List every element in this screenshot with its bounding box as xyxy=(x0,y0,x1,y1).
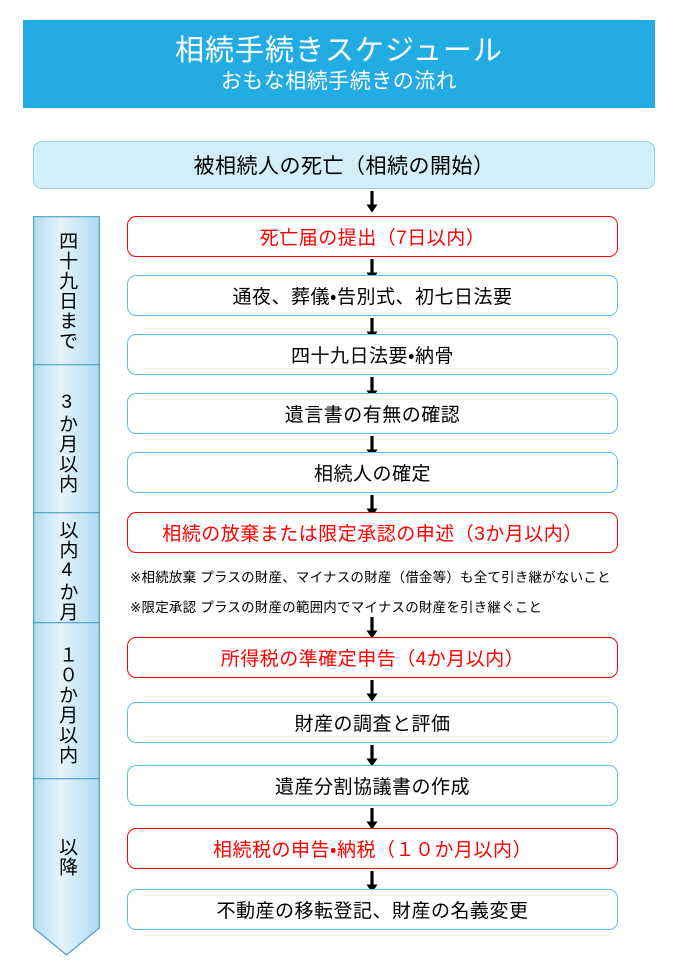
page-subtitle: おもな相続手続きの流れ xyxy=(220,69,458,93)
timeline-label-wrap: 四十九日まで xyxy=(33,216,100,366)
flow-arrow-0 xyxy=(364,191,380,213)
flow-arrow-10 xyxy=(364,871,380,893)
flow-box-10: 不動産の移転登記、財産の名義変更 xyxy=(127,889,618,930)
flow-box-0: 死亡届の提出（7日以内） xyxy=(127,216,618,257)
timeline-label-wrap: 3か月以内 xyxy=(33,364,100,522)
timeline-label: 4か月 以内 xyxy=(56,520,78,622)
timeline-segment-2: 4か月 以内 xyxy=(33,512,100,652)
flow-box-2: 四十九日法要・納骨 xyxy=(127,334,618,375)
flow-box-label: 財産の調査と評価 xyxy=(294,714,451,735)
flow-box-label: 相続の放棄または限定承認の申述（3か月以内） xyxy=(162,524,583,545)
note-line-1: ※限定承認 プラスの財産の範囲内でマイナスの財産を引き継ぐこと xyxy=(130,600,543,615)
timeline-label: 以降 xyxy=(56,837,78,877)
flow-box-9: 相続税の申告・納税（１０か月以内） xyxy=(127,828,618,869)
timeline-label-wrap: 4か月 以内 xyxy=(33,512,100,630)
flow-box-label: 被相続人の死亡（相続の開始） xyxy=(193,155,495,178)
timeline-segment-4: 以降 xyxy=(33,778,100,956)
chevron-shape-icon xyxy=(33,778,100,956)
note-line-0: ※相続放棄 プラスの財産、マイナスの財産（借金等）も全て引き継がないこと xyxy=(130,570,611,585)
down-arrow-icon xyxy=(366,808,378,830)
timeline-label: 3か月以内 xyxy=(56,392,78,494)
flow-box-5: 相続の放棄または限定承認の申述（3か月以内） xyxy=(127,512,618,553)
flow-box-label: 不動産の移転登記、財産の名義変更 xyxy=(216,901,529,922)
timeline-label-col-1: 以内 xyxy=(56,520,78,560)
flow-box-label: 死亡届の提出（7日以内） xyxy=(259,228,486,249)
flow-box-label: 遺産分割協議書の作成 xyxy=(274,777,470,798)
down-arrow-icon xyxy=(366,745,378,767)
flow-arrow-8 xyxy=(364,745,380,767)
down-arrow-icon xyxy=(366,617,378,639)
flow-box-label: 所得税の準確定申告（4か月以内） xyxy=(220,649,525,670)
flow-arrow-7 xyxy=(364,680,380,702)
flow-arrow-5 xyxy=(364,495,380,517)
flow-box-label: 通夜、葬儀・告別式、初七日法要 xyxy=(232,287,513,308)
flow-box-6: 所得税の準確定申告（4か月以内） xyxy=(127,637,618,678)
flow-arrow-9 xyxy=(364,808,380,830)
page-title: 相続手続きスケジュール xyxy=(175,34,503,67)
flow-box-3: 遺言書の有無の確認 xyxy=(127,393,618,434)
flow-box-1: 通夜、葬儀・告別式、初七日法要 xyxy=(127,275,618,316)
timeline-segment-3: １０か月以内 xyxy=(33,622,100,808)
down-arrow-icon xyxy=(366,191,378,213)
header-banner: 相続手続きスケジュール おもな相続手続きの流れ xyxy=(23,20,655,108)
timeline-column: 四十九日まで 3か月以内 xyxy=(33,216,100,956)
flow-box-intro: 被相続人の死亡（相続の開始） xyxy=(33,141,655,189)
flow-box-7: 財産の調査と評価 xyxy=(127,702,618,743)
flow-arrow-6 xyxy=(364,617,380,639)
flow-box-4: 相続人の確定 xyxy=(127,452,618,493)
timeline-label-wrap: １０か月以内 xyxy=(33,622,100,788)
flow-box-8: 遺産分割協議書の作成 xyxy=(127,765,618,806)
flow-box-label: 相続人の確定 xyxy=(313,464,431,485)
down-arrow-icon xyxy=(366,495,378,517)
flow-box-label: 相続税の申告・納税（１０か月以内） xyxy=(213,840,532,861)
timeline-label: 四十九日まで xyxy=(56,231,78,351)
down-arrow-icon xyxy=(366,680,378,702)
down-arrow-icon xyxy=(366,871,378,893)
flow-box-label: 遺言書の有無の確認 xyxy=(284,405,461,426)
flow-box-label: 四十九日法要・納骨 xyxy=(291,346,454,367)
timeline-label-wrap: 以降 xyxy=(33,778,100,936)
timeline-segment-1: 3か月以内 xyxy=(33,364,100,542)
timeline-label: １０か月以内 xyxy=(56,645,78,765)
timeline-label-col-0: 4か月 xyxy=(56,560,78,622)
